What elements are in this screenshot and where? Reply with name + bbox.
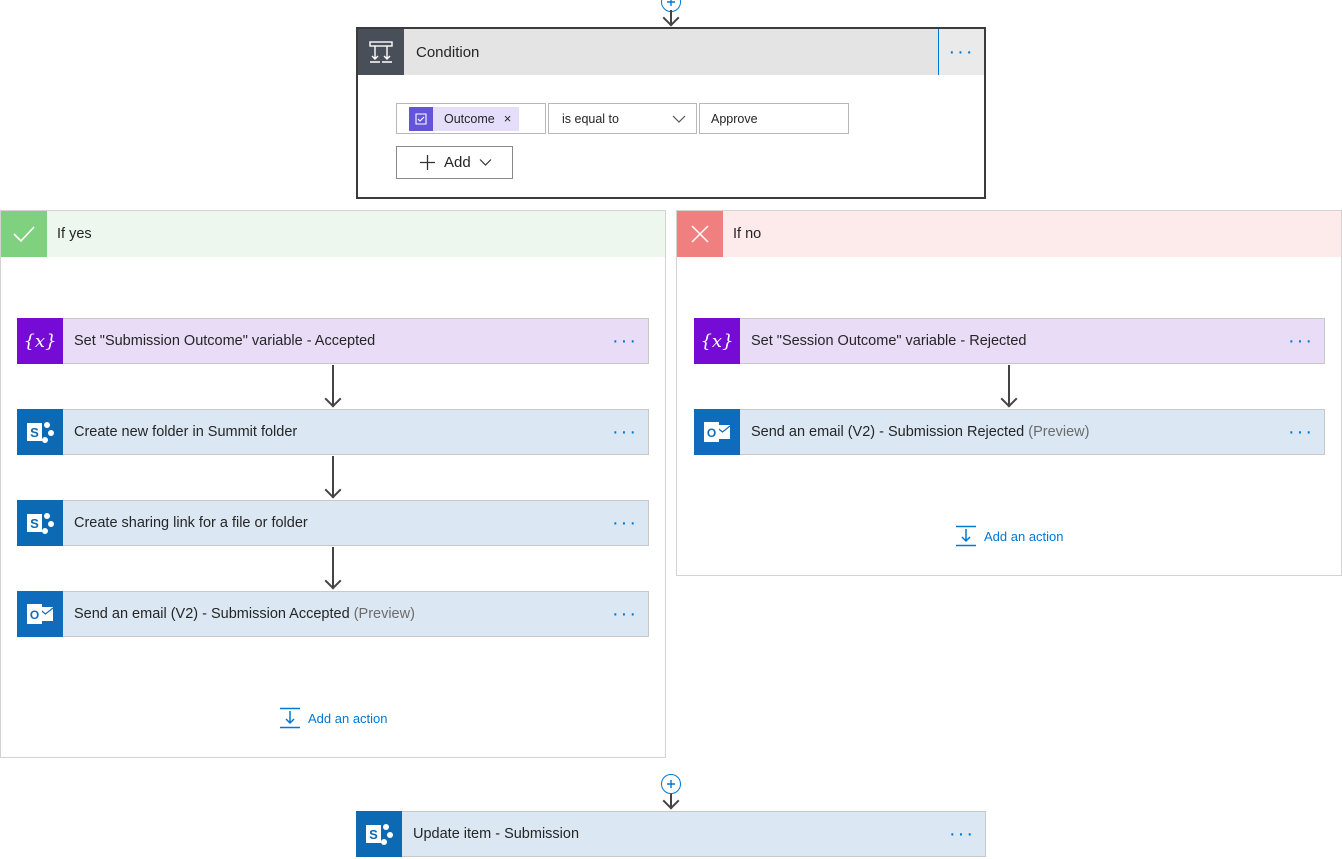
action-send-email-accepted[interactable]: O Send an email (V2) - Submission Accept… bbox=[17, 590, 649, 637]
action-create-new-folder[interactable]: S Create new folder in Summit folder ··· bbox=[17, 408, 649, 455]
action-title: Set "Submission Outcome" variable - Acce… bbox=[74, 333, 376, 349]
outcome-token[interactable]: Outcome × bbox=[409, 106, 520, 131]
check-icon bbox=[1, 211, 47, 257]
svg-text:S: S bbox=[369, 827, 378, 842]
svg-text:{x}: {x} bbox=[700, 331, 733, 352]
action-title: Create new folder in Summit folder bbox=[74, 424, 298, 440]
condition-icon bbox=[358, 29, 404, 75]
outcome-token-remove[interactable]: × bbox=[503, 111, 512, 126]
action-title: Update item - Submission bbox=[413, 826, 580, 842]
outlook-icon: O bbox=[694, 408, 740, 455]
operator-value: is equal to bbox=[562, 111, 619, 126]
action-more-button[interactable]: ··· bbox=[949, 823, 975, 845]
branch-if-no: If no bbox=[676, 210, 1342, 576]
action-more-button[interactable]: ··· bbox=[612, 330, 638, 352]
condition-value: Approve bbox=[711, 111, 758, 126]
sharepoint-icon: S bbox=[356, 810, 402, 857]
preview-tag: (Preview) bbox=[1028, 424, 1090, 440]
action-more-button[interactable]: ··· bbox=[612, 603, 638, 625]
condition-left-operand[interactable]: Outcome × bbox=[396, 103, 546, 134]
condition-title: Condition bbox=[416, 43, 480, 61]
condition-card[interactable]: Condition ··· Outcome × is equal to Appr… bbox=[356, 27, 986, 199]
action-more-button[interactable]: ··· bbox=[1288, 421, 1314, 443]
svg-text:O: O bbox=[707, 426, 716, 440]
branch-if-no-header[interactable]: If no bbox=[677, 211, 1341, 257]
add-condition-label: Add bbox=[444, 154, 471, 171]
sharepoint-icon: S bbox=[17, 499, 63, 546]
add-action-yes-button[interactable]: Add an action bbox=[279, 707, 388, 729]
chevron-down-icon bbox=[479, 159, 492, 166]
action-more-button[interactable]: ··· bbox=[1288, 330, 1314, 352]
chevron-down-icon bbox=[672, 115, 686, 123]
condition-right-operand[interactable]: Approve bbox=[699, 103, 849, 134]
action-more-button[interactable]: ··· bbox=[612, 421, 638, 443]
branch-if-no-title: If no bbox=[733, 226, 762, 242]
action-update-item[interactable]: S Update item - Submission ··· bbox=[356, 810, 986, 857]
action-set-submission-outcome[interactable]: {x} Set "Submission Outcome" variable - … bbox=[17, 317, 649, 364]
action-title: Set "Session Outcome" variable - Rejecte… bbox=[751, 333, 1027, 349]
variable-icon: {x} bbox=[17, 317, 63, 364]
add-action-no-button[interactable]: Add an action bbox=[955, 525, 1064, 547]
action-title: Send an email (V2) - Submission Accepted… bbox=[74, 606, 415, 622]
approvals-icon bbox=[409, 106, 433, 131]
preview-tag: (Preview) bbox=[353, 606, 415, 622]
outcome-token-label: Outcome bbox=[444, 111, 495, 126]
add-action-icon bbox=[956, 525, 976, 547]
svg-text:{x}: {x} bbox=[23, 331, 56, 352]
add-action-icon bbox=[280, 707, 300, 729]
insert-step-bottom-icon[interactable] bbox=[661, 774, 681, 794]
operator-select[interactable]: is equal to bbox=[548, 103, 697, 134]
svg-text:S: S bbox=[30, 425, 39, 440]
action-more-button[interactable]: ··· bbox=[612, 512, 638, 534]
add-action-label: Add an action bbox=[984, 528, 1064, 544]
add-action-label: Add an action bbox=[308, 710, 388, 726]
branch-if-yes-title: If yes bbox=[57, 226, 92, 242]
variable-icon: {x} bbox=[694, 317, 740, 364]
sharepoint-icon: S bbox=[17, 408, 63, 455]
plus-icon bbox=[420, 155, 435, 170]
condition-more-button[interactable]: ··· bbox=[938, 29, 984, 75]
svg-text:O: O bbox=[30, 608, 39, 622]
action-title: Create sharing link for a file or folder bbox=[74, 515, 308, 531]
outlook-icon: O bbox=[17, 590, 63, 637]
svg-text:S: S bbox=[30, 516, 39, 531]
action-create-sharing-link[interactable]: S Create sharing link for a file or fold… bbox=[17, 499, 649, 546]
add-condition-button[interactable]: Add bbox=[396, 146, 513, 179]
action-set-session-outcome[interactable]: {x} Set "Session Outcome" variable - Rej… bbox=[694, 317, 1325, 364]
condition-header[interactable]: Condition ··· bbox=[358, 29, 984, 75]
action-send-email-rejected[interactable]: O Send an email (V2) - Submission Reject… bbox=[694, 408, 1325, 455]
action-title: Send an email (V2) - Submission Rejected… bbox=[751, 424, 1090, 440]
branch-if-yes-header[interactable]: If yes bbox=[1, 211, 665, 257]
close-icon bbox=[677, 211, 723, 257]
